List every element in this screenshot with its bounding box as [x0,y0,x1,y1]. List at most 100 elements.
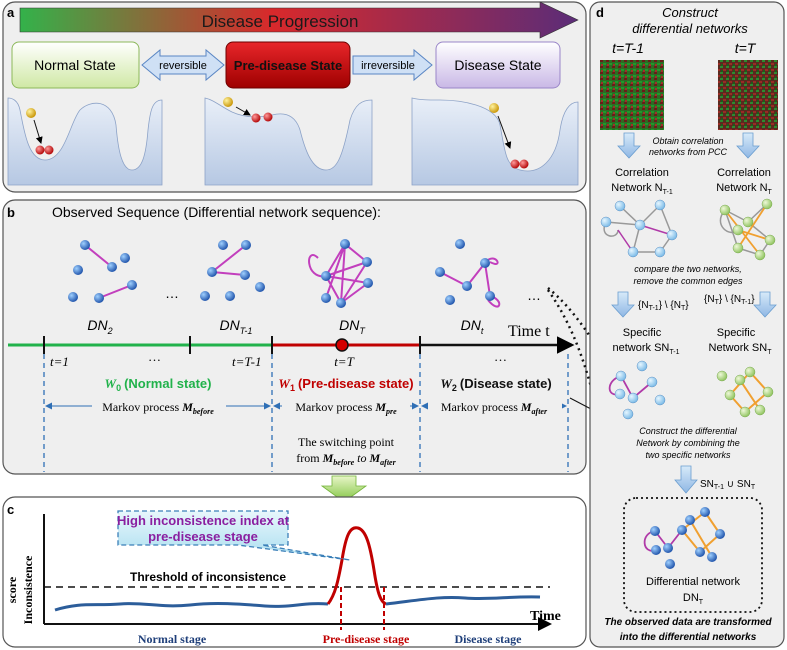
y-axis-label-1: Inconsistence [21,555,35,624]
corr-right-2: Network NT [716,182,772,196]
diff-line1: Differential network [646,576,740,588]
network-dnt-1 [200,240,265,301]
score-curve-pre [326,526,387,606]
stage-disease: Disease stage [455,632,523,646]
tick-label-tT: t=T [334,354,354,369]
disease-progression-banner: Disease Progression [19,1,579,39]
pre-disease-state-label: Pre-disease State [234,58,342,73]
footer-line2: into the differential networks [620,632,757,643]
compare-line1: compare the two networks, [634,264,742,274]
threshold-label: Threshold of inconsistence [130,570,286,584]
footer-line1: The observed data are transformed [604,617,772,628]
reversible-arrow [141,48,225,82]
disease-landscape [411,97,579,186]
disease-state-box [435,41,561,89]
construct-line2: Network by combining the [636,438,740,448]
panel-b: b Observed Sequence (Differential networ… [2,199,587,475]
heatmap-right [718,60,778,130]
arrow-down-right-2 [753,291,777,318]
construct-line1: Construct the differential [639,426,738,436]
diff-line2: DNT [683,592,704,606]
ellipsis-2: … [527,287,541,303]
ellipsis-1: … [165,285,179,301]
setdiff-left: {NT-1} \ {NT} [638,300,689,312]
time-left-label: t=T-1 [612,40,644,56]
switch-marker [335,338,349,352]
normal-landscape [7,97,163,186]
callout-line1: High inconsistence index at [117,513,290,528]
irreversible-label: irreversible [361,60,415,72]
spec-right-2: Network SNT [709,342,773,356]
disease-state-label: Disease State [454,57,541,73]
score-curve-disease [385,595,541,606]
dashed-boundaries [43,354,569,472]
panel-a-label: a [7,5,15,20]
observed-sequence-title: Observed Sequence (Differential network … [52,204,381,220]
normal-state-label: Normal State [34,57,116,73]
w2-label: W2(Disease state) [440,376,551,393]
arrow-down-left-1 [617,132,641,159]
time-axis-label: Time t [508,323,550,340]
dnt-1-label: DNT-1 [220,317,253,336]
pcc-line2: networks from PCC [649,147,728,157]
dnt-small-label: DNt [461,317,484,336]
normal-state-box [11,41,140,89]
heatmap-left [600,60,664,130]
pcc-line1: Obtain correlation [652,136,723,146]
irreversible-arrow [352,48,433,82]
markov-after-bg [428,398,562,414]
pre-disease-landscape [204,97,373,186]
markov-before-bg [92,398,226,414]
specific-network-right [716,366,774,418]
arrow-down-left-2 [611,291,635,318]
setdiff-right: {NT} \ {NT-1} [704,294,755,306]
panel-a: a Disease Progression Normal State Pre-d… [2,1,587,193]
compare-line2: remove the common edges [633,276,743,286]
time-right-label: t=T [735,40,757,56]
score-curve-normal [54,601,329,612]
panel-b-label: b [7,205,15,220]
banner-text: Disease Progression [202,12,359,31]
pre-disease-state-box [225,41,351,89]
network-dn2 [68,240,137,303]
reversible-label: reversible [159,60,207,72]
specific-network-left [608,360,666,420]
panel-c-label: c [7,502,14,517]
panel-d-title-2: differential networks [632,21,748,36]
union-label: SNT-1 ∪ SNT [700,479,756,491]
stage-normal: Normal stage [138,632,207,646]
w1-label: W1(Pre-disease state) [278,376,413,393]
x-axis-label: Time [530,609,561,624]
stage-pre: Pre-disease stage [323,632,410,646]
construct-line3: two specific networks [645,450,731,460]
ellipsis-4: … [494,349,507,364]
panel-c: c Inconsistence score Time Threshold of … [2,496,587,648]
panel-d-title-1: Construct [662,5,719,20]
arrow-down-right-1 [736,132,760,159]
panel-d-label: d [596,5,604,20]
corr-left-1: Correlation [615,167,669,179]
w0-label: W0(Normal state) [105,376,212,393]
high-inconsistence-callout: High inconsistence index at pre-disease … [117,510,351,561]
dn2-label: DN2 [87,317,112,336]
callout-line2: pre-disease stage [148,529,258,544]
spec-right-1: Specific [717,327,756,339]
network-dnt-small [435,239,501,308]
y-axis-label-2: score [5,576,19,603]
correlation-network-right [719,198,776,261]
down-arrow-b-to-c [320,475,368,503]
corr-right-1: Correlation [717,167,771,179]
differential-network [643,507,725,569]
spec-left-2: network SNT-1 [613,342,680,356]
dnt-label: DNT [339,317,366,336]
ellipsis-3: … [148,349,161,364]
tick-label-tT1: t=T-1 [232,354,261,369]
arrow-down-center [674,465,698,494]
tick-label-t1: t=1 [50,354,69,369]
differential-network-box [623,497,763,613]
